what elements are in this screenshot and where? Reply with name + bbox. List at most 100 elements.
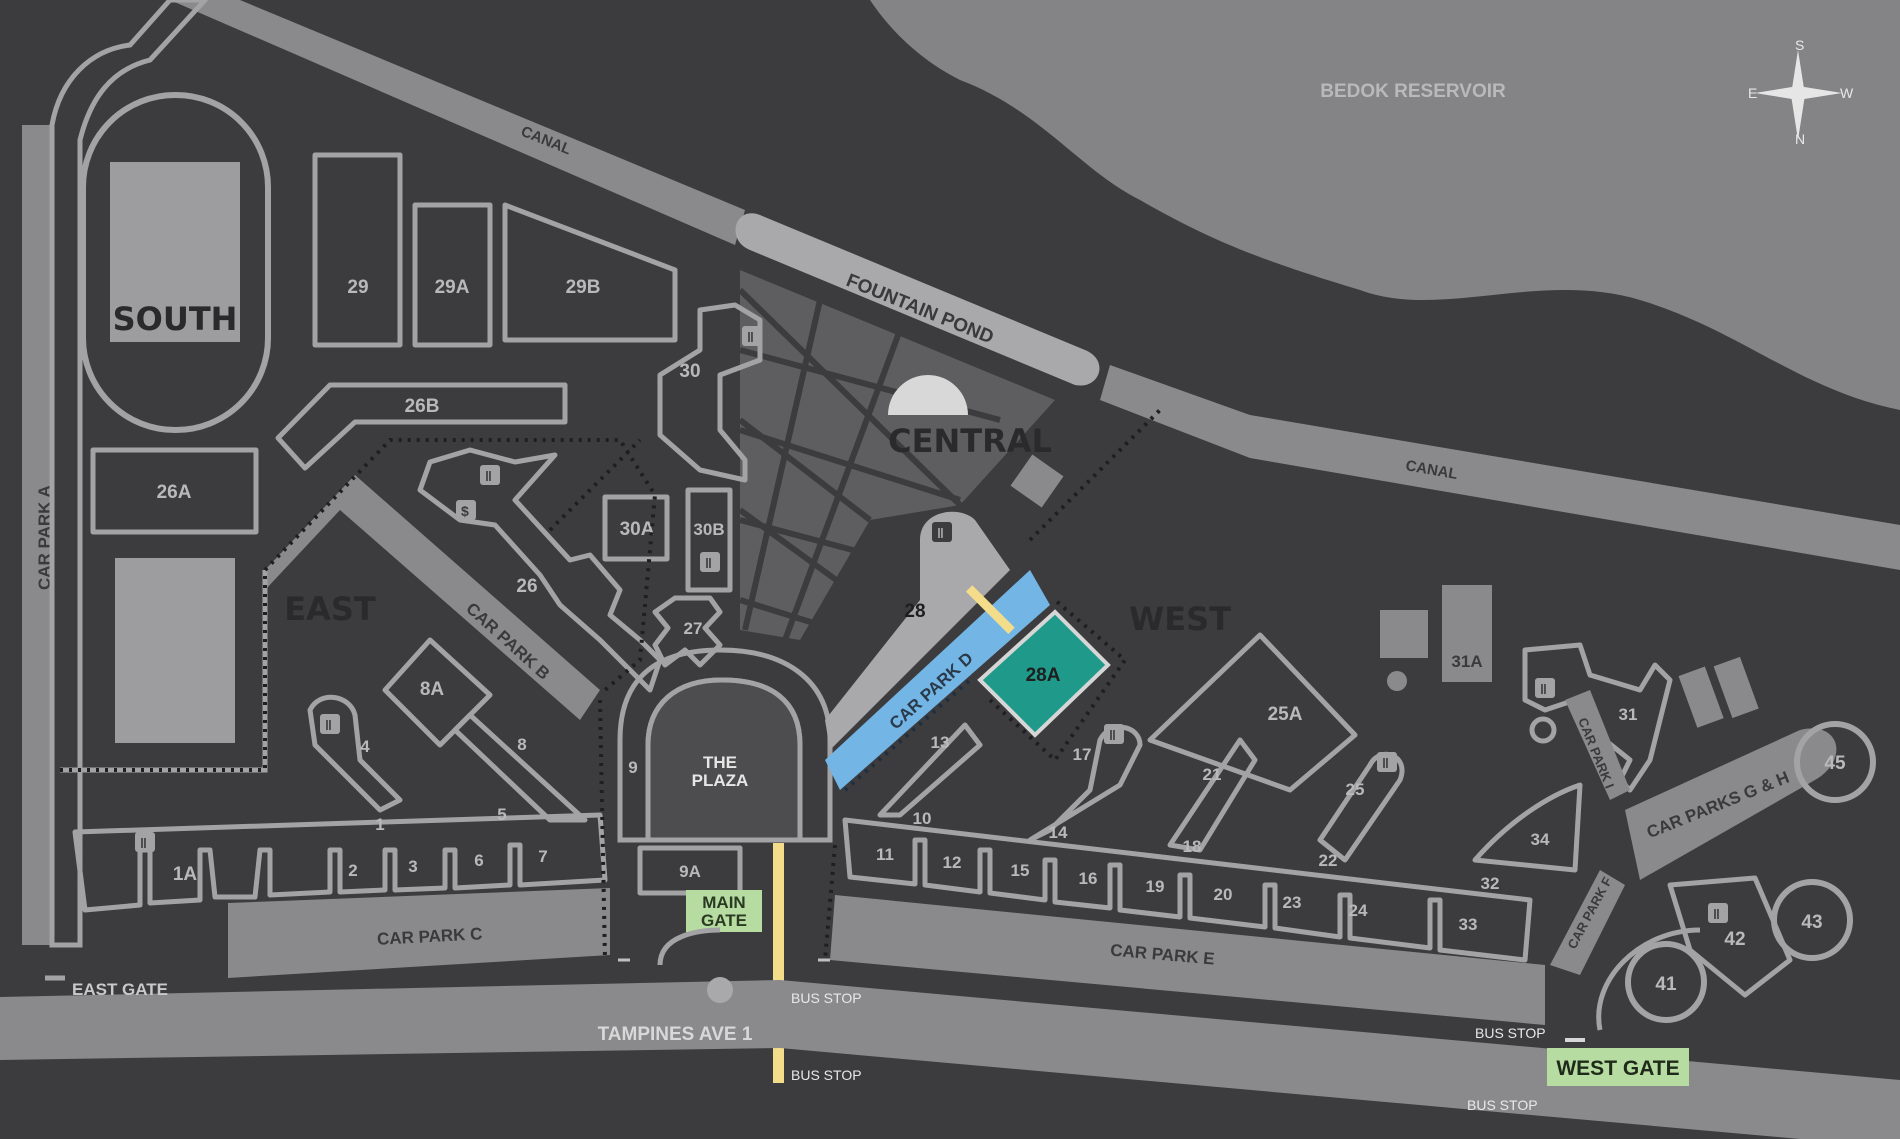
- bus-stop-3: BUS STOP: [1475, 1025, 1546, 1041]
- tampines-label: TAMPINES AVE 1: [598, 1024, 753, 1045]
- car-park-a: [22, 125, 52, 945]
- block-23: 23: [1283, 893, 1302, 912]
- bus-stop-2: BUS STOP: [791, 1067, 862, 1083]
- block-28a: 28A: [1026, 665, 1061, 686]
- block-10: 10: [913, 809, 932, 828]
- block-29: 29: [347, 277, 368, 298]
- block-30a: 30A: [620, 519, 655, 540]
- block-1a: 1A: [173, 864, 198, 885]
- restaurant-icon: ǁ: [1377, 752, 1397, 772]
- block-16: 16: [1079, 869, 1098, 888]
- restaurant-icon: ǁ: [320, 714, 340, 734]
- block-13: 13: [931, 733, 950, 752]
- block-21: 21: [1203, 765, 1222, 784]
- east-gate-label[interactable]: EAST GATE: [72, 980, 168, 999]
- block-4: 4: [360, 737, 370, 756]
- main-gate-label-2: GATE: [701, 911, 747, 930]
- svg-text:S: S: [1795, 37, 1804, 53]
- block-34: 34: [1531, 830, 1550, 849]
- block-31: 31: [1619, 705, 1638, 724]
- canal-top: [170, 0, 745, 245]
- restaurant-icon: ǁ: [700, 552, 720, 572]
- block-12: 12: [943, 853, 962, 872]
- block-26: 26: [516, 576, 537, 597]
- block-25: 25: [1346, 780, 1365, 799]
- main-gate-label-1: MAIN: [702, 893, 745, 912]
- block-41: 41: [1655, 974, 1677, 995]
- car-park-a-label: CAR PARK A: [35, 485, 54, 590]
- block-27: 27: [684, 619, 703, 638]
- block-11: 11: [876, 845, 894, 864]
- block-8: 8: [517, 735, 526, 754]
- compass-icon: S N E W: [1748, 37, 1854, 147]
- svg-text:ǁ: ǁ: [1109, 727, 1116, 743]
- block-9: 9: [628, 758, 637, 777]
- west-gate-label: WEST GATE: [1556, 1057, 1679, 1080]
- car-parks-gh: [1625, 728, 1837, 880]
- car-park-d: [825, 570, 1050, 790]
- svg-text:W: W: [1840, 85, 1854, 101]
- svg-text:ǁ: ǁ: [705, 555, 712, 571]
- block-28a-shape[interactable]: [977, 609, 1111, 738]
- zone-east: EAST: [284, 590, 376, 628]
- plaza-line1: THE: [703, 753, 737, 772]
- block-9a: 9A: [679, 862, 701, 881]
- track: [80, 92, 271, 433]
- bedok-reservoir: [870, 0, 1900, 410]
- car-park-i: [1565, 690, 1630, 800]
- block-28: 28: [904, 601, 925, 622]
- svg-text:ǁ: ǁ: [1713, 906, 1720, 922]
- yellow-path: [773, 843, 784, 1083]
- block-24: 24: [1349, 901, 1368, 920]
- block-22: 22: [1319, 851, 1338, 870]
- reservoir-label: BEDOK RESERVOIR: [1320, 81, 1506, 102]
- svg-text:ǁ: ǁ: [140, 835, 147, 851]
- svg-text:ǁ: ǁ: [937, 525, 944, 541]
- car-park-b: [265, 475, 600, 720]
- block-6: 6: [474, 851, 483, 870]
- west-gate[interactable]: [1547, 1048, 1689, 1086]
- block-14: 14: [1049, 823, 1068, 842]
- car-park-f: [1550, 870, 1625, 975]
- block-43: 43: [1801, 912, 1822, 933]
- restaurant-icon: ǁ: [480, 465, 500, 485]
- block-29a: 29A: [435, 277, 470, 298]
- restaurant-icon: ǁ: [1708, 903, 1728, 923]
- block-8a: 8A: [420, 679, 445, 700]
- svg-text:ǁ: ǁ: [1540, 681, 1547, 697]
- block-33: 33: [1459, 915, 1478, 934]
- restaurant-icon: ǁ: [742, 326, 762, 346]
- zone-south: SOUTH: [113, 300, 238, 338]
- bus-stop-1: BUS STOP: [791, 990, 862, 1006]
- restaurant-icon: ǁ: [1104, 724, 1124, 744]
- block-30b: 30B: [693, 520, 724, 539]
- block-45: 45: [1824, 753, 1846, 774]
- car-park-c: [228, 888, 610, 978]
- block-30: 30: [679, 361, 700, 382]
- block-2: 2: [348, 861, 357, 880]
- fountain-pond: [735, 213, 1100, 386]
- zone-central: CENTRAL: [888, 422, 1052, 460]
- block-1: 1: [375, 815, 384, 834]
- block-25a: 25A: [1268, 704, 1303, 725]
- plaza-line2: PLAZA: [692, 771, 749, 790]
- svg-text:$: $: [461, 503, 469, 519]
- block-3: 3: [408, 857, 417, 876]
- canal-right: [1100, 365, 1900, 570]
- main-gate[interactable]: [686, 890, 762, 932]
- block-18: 18: [1183, 837, 1202, 856]
- bus-stop-4: BUS STOP: [1467, 1097, 1538, 1113]
- block-5: 5: [497, 805, 506, 824]
- block-31a: 31A: [1451, 652, 1482, 671]
- svg-text:ǁ: ǁ: [325, 717, 332, 733]
- block-7: 7: [538, 847, 547, 866]
- svg-text:N: N: [1795, 131, 1805, 147]
- block-26b: 26B: [405, 396, 440, 417]
- restaurant-icon: ǁ: [932, 522, 952, 542]
- zone-west: WEST: [1129, 600, 1231, 638]
- tampines-ave-1: [0, 980, 1900, 1139]
- block-15: 15: [1011, 861, 1030, 880]
- svg-text:ǁ: ǁ: [1382, 755, 1389, 771]
- block-42: 42: [1724, 929, 1745, 950]
